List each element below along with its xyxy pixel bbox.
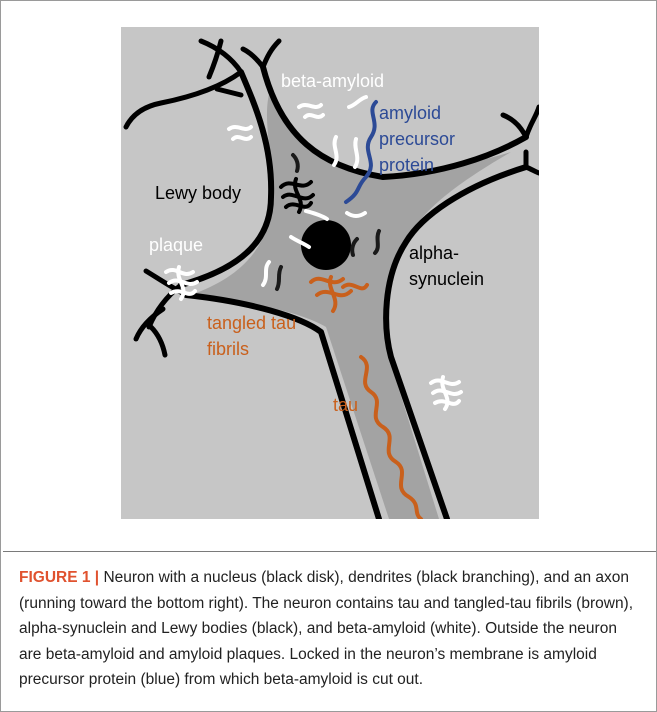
plaque-left [166, 267, 197, 299]
label-lewy-body: Lewy body [155, 183, 241, 203]
label-beta-amyloid: beta-amyloid [281, 71, 384, 91]
label-alpha-1: alpha- [409, 243, 459, 263]
label-tau: tau [333, 395, 358, 415]
label-app-1: amyloid [379, 103, 441, 123]
label-app-3: protein [379, 155, 434, 175]
plaque-right [431, 377, 461, 409]
caption-figure-label: FIGURE 1 | [19, 569, 99, 586]
neuron-diagram: beta-amyloid amyloid precursor protein L… [121, 27, 539, 519]
label-app-2: precursor [379, 129, 455, 149]
caption-divider [3, 551, 656, 552]
label-alpha-2: synuclein [409, 269, 484, 289]
caption-text: Neuron with a nucleus (black disk), dend… [19, 569, 633, 688]
label-tangled-2: fibrils [207, 339, 249, 359]
label-plaque: plaque [149, 235, 203, 255]
figure-caption: FIGURE 1 | Neuron with a nucleus (black … [19, 565, 641, 693]
label-tangled-1: tangled tau [207, 313, 296, 333]
neuron-illustration: beta-amyloid amyloid precursor protein L… [121, 27, 539, 519]
